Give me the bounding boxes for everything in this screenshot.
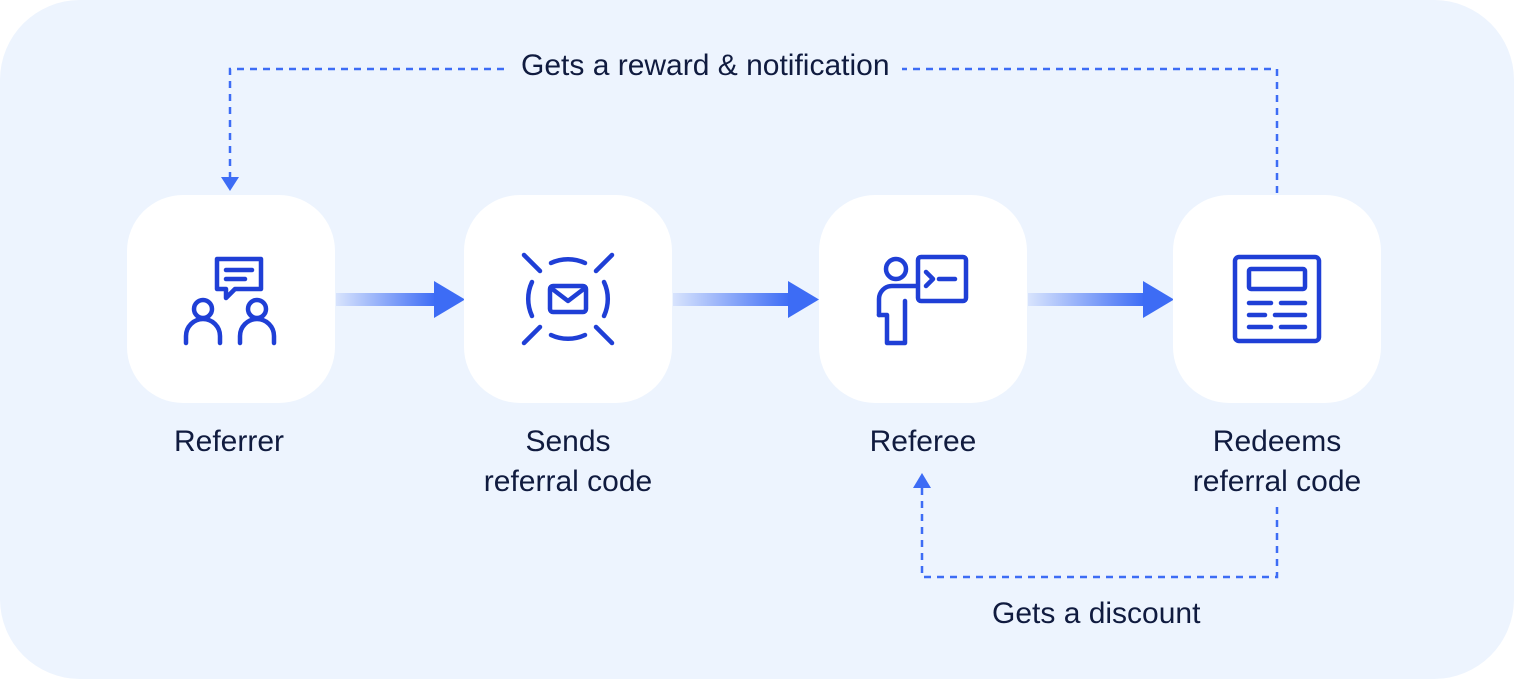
flow-arrow-1 xyxy=(336,281,465,318)
discount-label: Gets a discount xyxy=(992,597,1201,630)
redeems-code-node xyxy=(1173,195,1381,403)
discount-loop-connector xyxy=(920,486,1279,579)
sends-code-label: Sends referral code xyxy=(483,425,653,498)
sends-code-node xyxy=(464,195,672,403)
flow-arrow-3 xyxy=(1028,281,1174,318)
referee-node xyxy=(819,195,1027,403)
redeems-code-label: Redeems referral code xyxy=(1192,425,1362,498)
referrer-label: Referrer xyxy=(173,425,285,458)
reward-loop-arrowhead xyxy=(221,177,239,191)
form-window-icon xyxy=(1232,254,1322,344)
person-code-icon xyxy=(876,254,969,346)
referee-label: Referee xyxy=(869,425,977,458)
discount-loop-arrowhead xyxy=(913,473,931,488)
reward-loop-connector xyxy=(228,67,1279,193)
reward-notification-label: Gets a reward & notification xyxy=(509,48,902,84)
users-chat-icon xyxy=(183,256,277,346)
target-envelope-icon xyxy=(521,252,615,346)
flow-arrow-2 xyxy=(673,281,819,318)
referrer-node xyxy=(127,195,335,403)
